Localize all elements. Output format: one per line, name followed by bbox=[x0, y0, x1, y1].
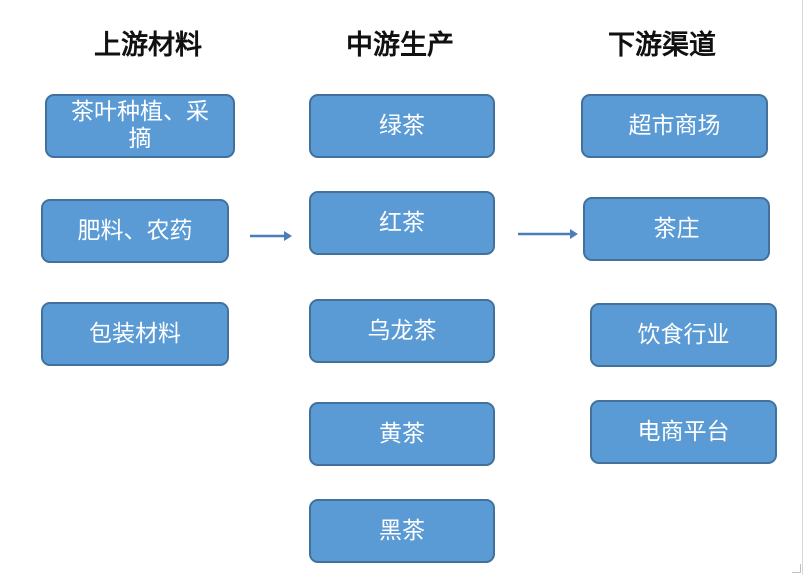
downstream-box-ecommerce: 电商平台 bbox=[590, 400, 777, 464]
downstream-box-tea-house: 茶庄 bbox=[583, 197, 770, 261]
resize-corner-mark bbox=[792, 564, 801, 573]
upstream-box-packaging: 包装材料 bbox=[41, 302, 229, 366]
downstream-box-catering: 饮食行业 bbox=[590, 303, 777, 367]
midstream-box-yellow-tea: 黄茶 bbox=[309, 402, 495, 466]
midstream-box-black-tea: 红茶 bbox=[309, 191, 495, 255]
downstream-title: 下游渠道 bbox=[608, 30, 716, 61]
midstream-box-green-tea: 绿茶 bbox=[309, 94, 495, 158]
upstream-box-fertilizer: 肥料、农药 bbox=[41, 199, 229, 263]
midstream-title: 中游生产 bbox=[346, 30, 454, 61]
midstream-box-dark-tea: 黑茶 bbox=[309, 499, 495, 563]
arrow-midstream-to-downstream-icon bbox=[518, 229, 578, 239]
arrow-upstream-to-midstream-icon bbox=[250, 231, 292, 241]
upstream-title: 上游材料 bbox=[94, 30, 202, 61]
midstream-box-oolong-tea: 乌龙茶 bbox=[309, 299, 495, 363]
upstream-box-tea-planting: 茶叶种植、采摘 bbox=[45, 94, 235, 158]
downstream-box-supermarket: 超市商场 bbox=[581, 94, 768, 158]
